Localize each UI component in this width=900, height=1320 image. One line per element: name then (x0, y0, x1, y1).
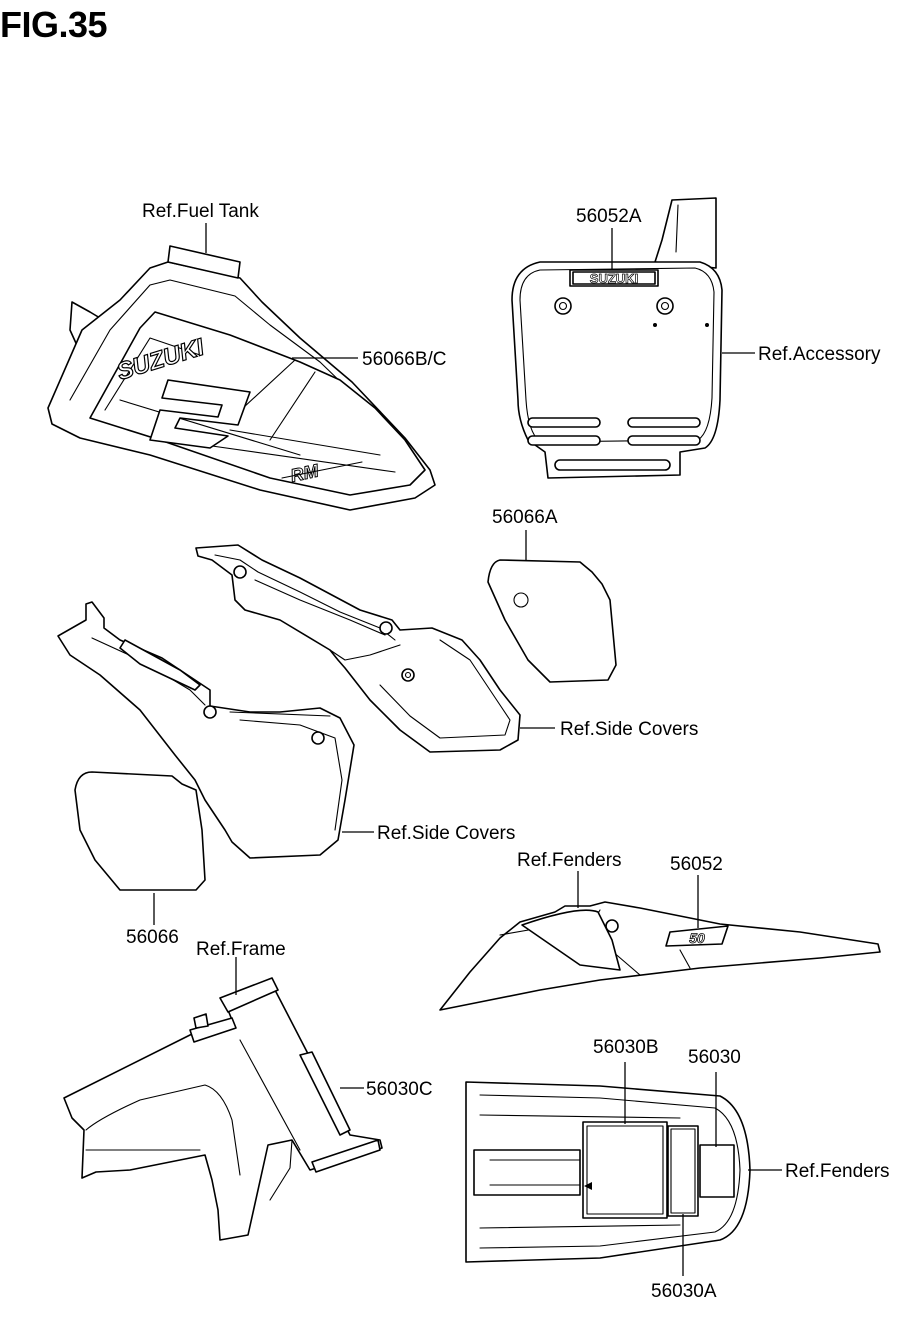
label-ref-side-covers-1: Ref.Side Covers (560, 719, 698, 740)
label-ref-frame: Ref.Frame (196, 939, 286, 960)
label-ref-fenders-1: Ref.Fenders (517, 850, 622, 871)
left-side-cover (57, 601, 355, 859)
label-56066a: 56066A (492, 507, 558, 528)
fender-number-text: 50 (689, 930, 705, 946)
fuel-tank: SUZUKI RM (47, 245, 436, 511)
figure-title: FIG.35 (0, 4, 108, 45)
number-plate: SUZUKI (511, 197, 723, 479)
label-56030b: 56030B (593, 1037, 659, 1058)
label-56030a: 56030A (651, 1281, 717, 1302)
label-56066bc: 56066B/C (362, 349, 447, 370)
label-56052a: 56052A (576, 206, 642, 227)
decal-56066 (74, 771, 206, 891)
rear-fender-side: 50 (439, 901, 881, 1011)
label-56052: 56052 (670, 854, 723, 875)
label-56030c: 56030C (366, 1079, 433, 1100)
fender-decal-56030b (582, 1121, 668, 1219)
plate-brand-text: SUZUKI (590, 271, 638, 286)
tank-number-graphic (149, 379, 251, 449)
label-56066: 56066 (126, 927, 179, 948)
label-ref-fenders-2: Ref.Fenders (785, 1161, 890, 1182)
label-ref-fuel-tank: Ref.Fuel Tank (142, 201, 259, 222)
decal-56066a (487, 559, 617, 683)
frame-decal-56030c (299, 1051, 351, 1136)
fender-decal-56052 (665, 925, 729, 947)
fender-decal-56030 (699, 1144, 735, 1198)
fender-decal-56030a (667, 1125, 699, 1217)
label-56030: 56030 (688, 1047, 741, 1068)
label-ref-accessory: Ref.Accessory (758, 344, 881, 365)
label-ref-side-covers-2: Ref.Side Covers (377, 823, 515, 844)
frame (63, 977, 383, 1241)
rear-fender-top (465, 1081, 751, 1263)
decal-56066bc (89, 311, 426, 496)
right-side-cover (195, 544, 521, 753)
